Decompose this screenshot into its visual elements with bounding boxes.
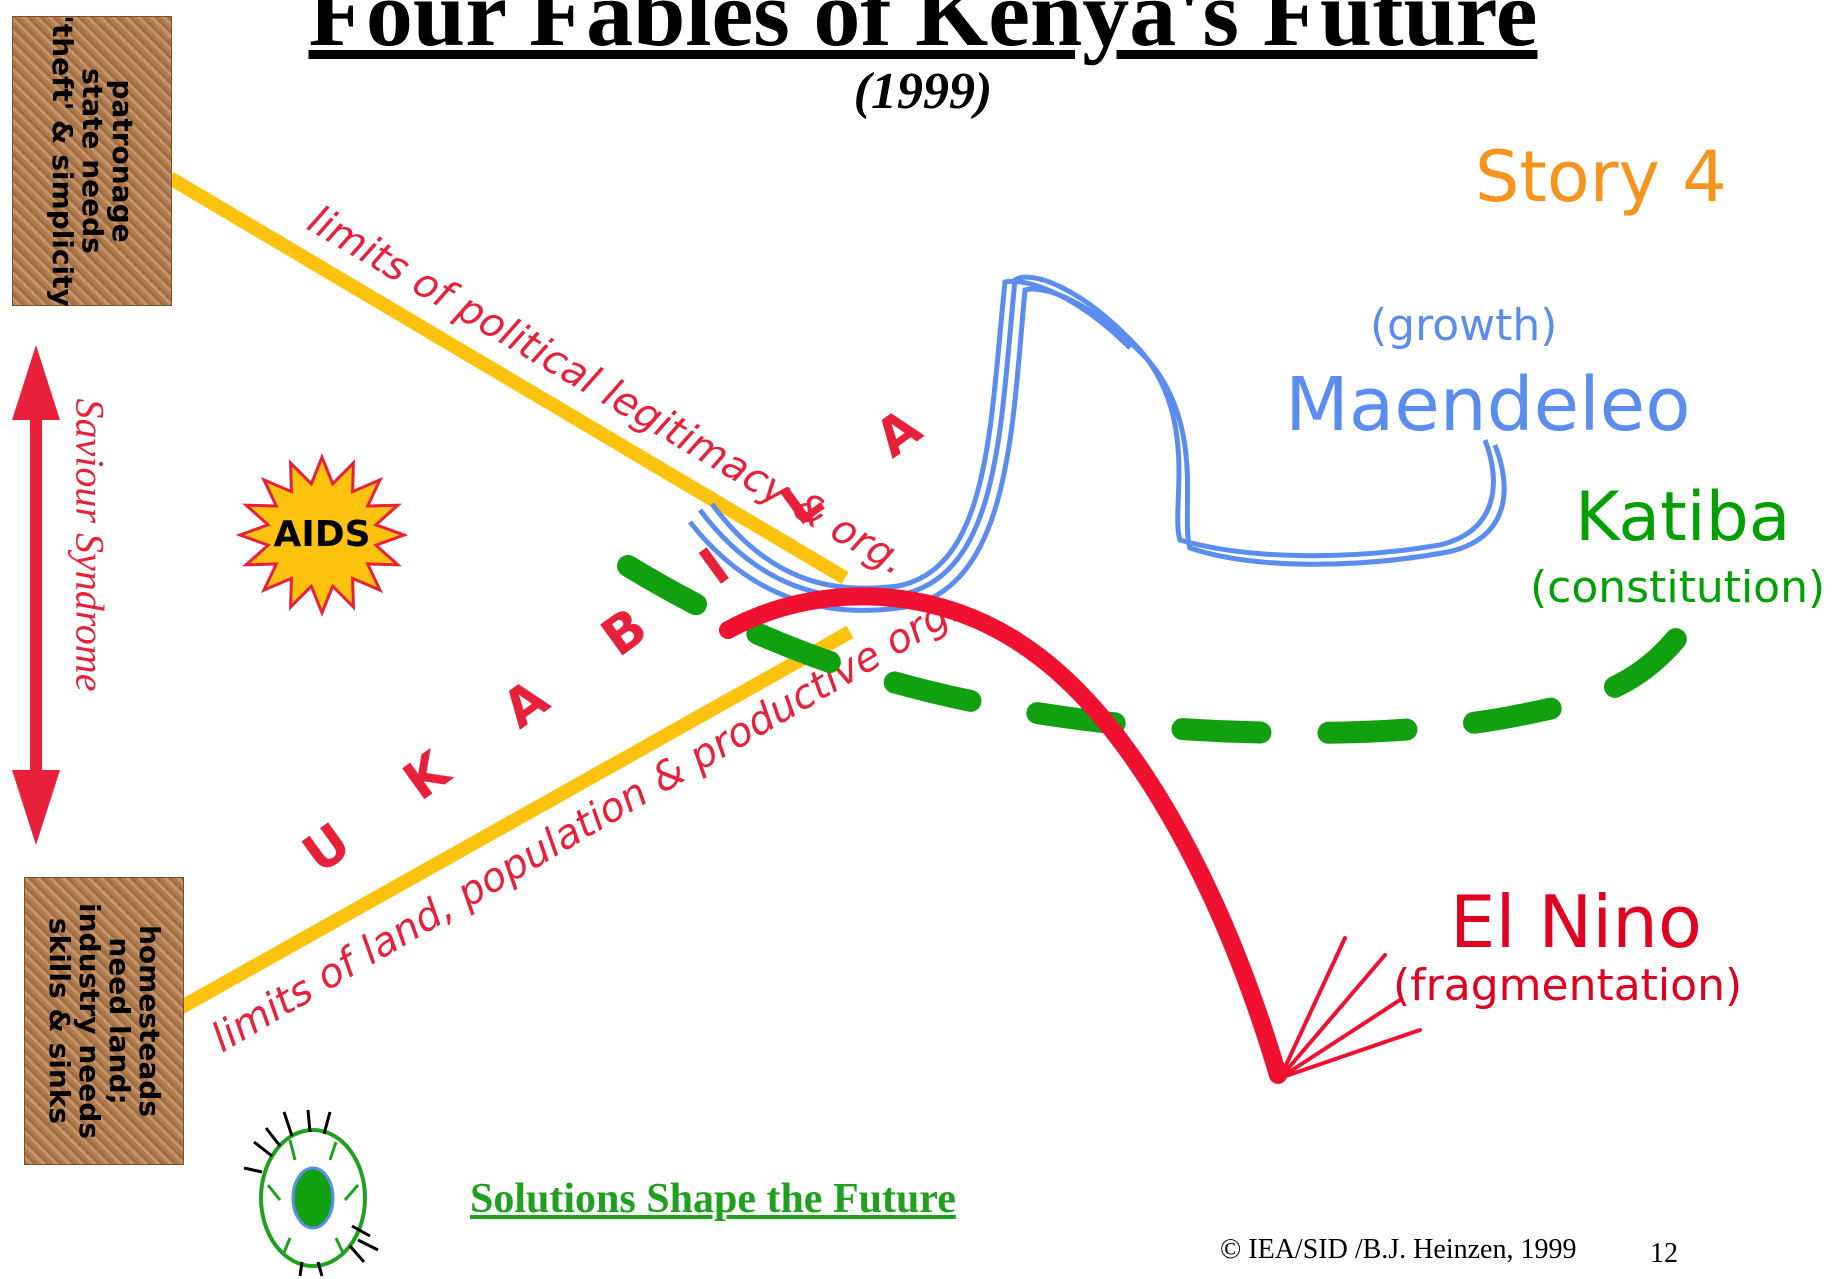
saviour-syndrome-label: Saviour Syndrome: [67, 398, 113, 692]
maendeleo-label: Maendeleo: [1285, 362, 1691, 448]
katiba-path: [617, 555, 1726, 744]
patronage-line-2: state needs: [76, 68, 109, 254]
upper-limit-label: limits of political legitimacy & org.: [300, 197, 914, 585]
solutions-link[interactable]: Solutions Shape the Future: [470, 1176, 956, 1222]
el-nino-path: [719, 587, 1287, 1084]
homesteads-line-4: skills & sinks: [43, 917, 76, 1125]
patronage-box: patronage state needs 'theft' & simplici…: [12, 15, 172, 307]
katiba-meaning: (constitution): [1530, 562, 1826, 613]
homesteads-line-1: homesteads: [133, 925, 166, 1117]
homesteads-line-2: need land;: [103, 937, 136, 1105]
katiba-label: Katiba: [1575, 478, 1791, 557]
upper-limit-line: [166, 171, 849, 585]
homesteads-line-3: industry needs: [73, 903, 106, 1139]
fragmentation-rays: [1278, 936, 1422, 1080]
page-title: Four Fables of Kenya's Future: [308, 0, 1538, 66]
solutions-icon: [243, 1109, 379, 1277]
page-subtitle: (1999): [853, 63, 993, 120]
lower-limit-line: [176, 625, 854, 1015]
patronage-line-3: 'theft' & simplicity: [46, 15, 79, 307]
homesteads-box: homesteads need land; industry needs ski…: [24, 877, 184, 1165]
maendeleo-meaning: (growth): [1370, 300, 1558, 351]
aids-label: AIDS: [273, 514, 370, 555]
patronage-line-1: patronage: [106, 79, 139, 243]
el-nino-label: El Nino: [1450, 880, 1702, 964]
saviour-arrow: [12, 345, 60, 845]
page-number: 12: [1650, 1238, 1678, 1269]
story-label: Story 4: [1475, 136, 1727, 218]
copyright-text: © IEA/SID /B.J. Heinzen, 1999: [1220, 1234, 1577, 1265]
el-nino-meaning: (fragmentation): [1393, 960, 1743, 1011]
aids-burst: AIDS: [235, 453, 409, 617]
